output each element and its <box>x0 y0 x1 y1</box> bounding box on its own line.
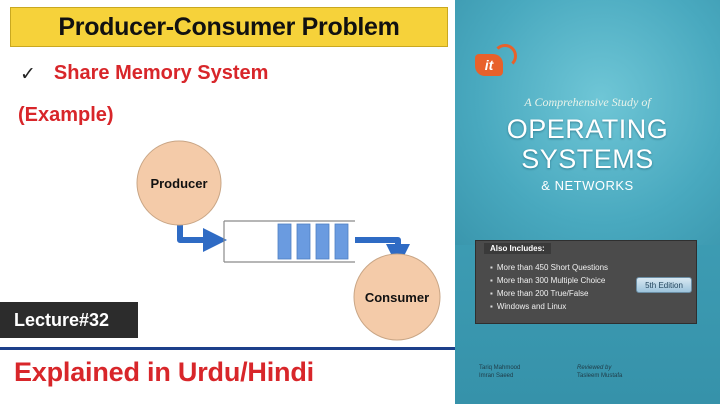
producer-arrow <box>177 222 227 252</box>
author-name: Imran Saeed <box>479 373 514 379</box>
checkmark-icon: ✓ <box>20 62 36 85</box>
book-title-line2: SYSTEMS <box>521 144 654 174</box>
edition-label: 5th Edition <box>645 280 683 290</box>
lecture-number: Lecture#32 <box>14 309 110 330</box>
publisher-logo: it <box>475 54 503 76</box>
author-name: Tariq Mahmood <box>479 365 521 371</box>
book-title-line1: OPERATING <box>506 114 669 144</box>
reviewer-name: Tasleem Mustafa <box>577 373 623 379</box>
cover-background <box>455 0 720 245</box>
publisher-logo-swoosh <box>493 44 517 68</box>
publisher-logo-text: it <box>484 57 494 73</box>
also-includes-label: Also Includes: <box>484 243 551 254</box>
buffer-slot <box>296 223 311 260</box>
bullet-text: Share Memory System <box>53 62 269 84</box>
reviewer-block: Reviewed by Tasleem Mustafa <box>577 364 622 380</box>
buffer-slot <box>277 223 292 260</box>
feature-item: Windows and Linux <box>490 300 608 313</box>
slide-panel: Producer-Consumer Problem ✓ Share Memory… <box>0 7 455 387</box>
features-list: More than 450 Short Questions More than … <box>490 261 608 313</box>
producer-label: Producer <box>150 176 207 191</box>
title-banner: Producer-Consumer Problem <box>10 7 448 47</box>
feature-item: More than 200 True/False <box>490 287 608 300</box>
edition-badge: 5th Edition <box>636 277 692 293</box>
example-label: (Example) <box>18 104 114 126</box>
authors: Tariq Mahmood Imran Saeed <box>479 364 520 380</box>
book-cover: it A Comprehensive Study of OPERATING SY… <box>455 0 720 404</box>
book-subtitle: A Comprehensive Study of <box>524 95 651 109</box>
consumer-arrow <box>355 237 410 268</box>
features-band: Also Includes: More than 450 Short Quest… <box>475 240 697 324</box>
buffer-slot <box>334 223 349 260</box>
footer-caption: Explained in Urdu/Hindi <box>14 357 314 387</box>
feature-item: More than 450 Short Questions <box>490 261 608 274</box>
consumer-label: Consumer <box>365 290 429 305</box>
producer-consumer-diagram: Producer Consumer <box>136 140 441 341</box>
slide-title: Producer-Consumer Problem <box>58 12 400 41</box>
lecture-badge: Lecture#32 <box>0 302 138 338</box>
book-title-line3: & NETWORKS <box>541 178 634 193</box>
bullet-item: ✓ Share Memory System <box>20 62 268 85</box>
reviewed-by-label: Reviewed by <box>577 365 612 371</box>
consumer-node: Consumer <box>353 253 441 341</box>
divider <box>0 347 455 350</box>
buffer-slot <box>315 223 330 260</box>
feature-item: More than 300 Multiple Choice <box>490 274 608 287</box>
shared-buffer <box>223 220 355 263</box>
producer-node: Producer <box>136 140 222 226</box>
